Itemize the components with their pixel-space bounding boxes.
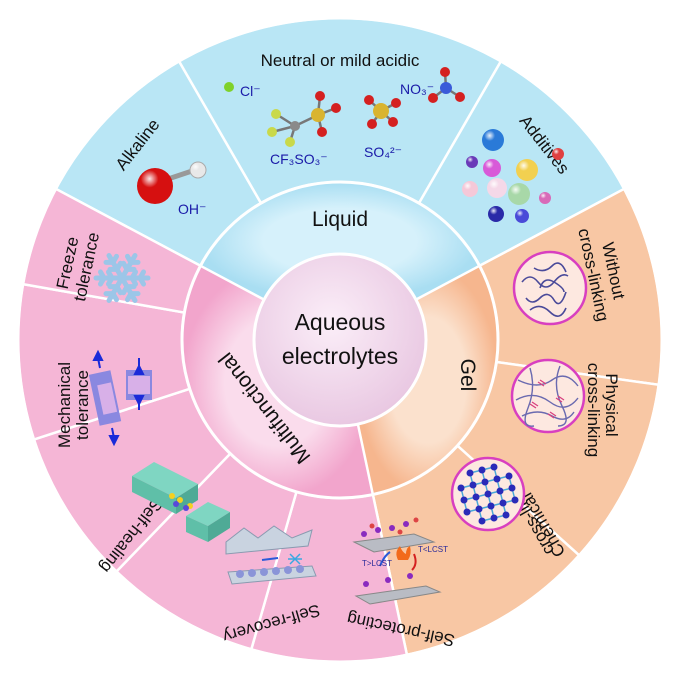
crosslink-node <box>505 472 513 480</box>
additive-sphere-highlight <box>516 159 538 181</box>
triflate-molecule-icon <box>267 91 341 147</box>
additive-sphere-highlight <box>552 148 564 160</box>
snowflake-branch <box>98 269 107 281</box>
physical-crosslinking-line1: Physical <box>602 373 621 436</box>
gel-label: Gel <box>456 359 479 392</box>
crosslink-node <box>466 469 474 477</box>
crosslink-node <box>502 511 510 519</box>
additive-sphere-highlight <box>482 129 504 151</box>
crosslink-node <box>478 466 486 474</box>
hydroxide-molecule-icon <box>137 161 207 204</box>
chemical-crosslink-icon <box>450 456 526 532</box>
crosslink-node <box>511 496 519 504</box>
mechanical-tolerance-line2: tolerance <box>73 370 92 440</box>
self-protecting-icon <box>352 517 442 605</box>
snowflake-branch <box>106 269 115 281</box>
crosslink-node <box>490 514 498 522</box>
snowflake-arm <box>119 252 138 281</box>
crosslink-node <box>493 475 501 483</box>
crosslink-node <box>460 496 468 504</box>
additive-spheres-icon <box>462 129 564 223</box>
additive-sphere-highlight <box>488 206 504 222</box>
chloride-label: Cl⁻ <box>240 83 261 99</box>
snowflake-branch <box>121 284 130 296</box>
snowflake-arm <box>119 275 138 304</box>
sulfate-molecule-icon <box>364 95 401 129</box>
crosslink-node <box>463 508 471 516</box>
crosslink-node <box>457 484 465 492</box>
crosslink-node <box>472 493 480 501</box>
uncrosslinked-polymer-icon <box>512 250 588 326</box>
neutral-acidic-label: Neutral or mild acidic <box>261 51 420 70</box>
ring-divider <box>415 264 481 301</box>
snowflake-arm <box>106 275 125 304</box>
self-recovery-icon <box>225 525 317 585</box>
lcst-low-label: T<LCST <box>418 545 448 554</box>
lcst-high-label: T>LCST <box>362 559 392 568</box>
center-title-line2: electrolytes <box>282 343 398 369</box>
additive-sphere-highlight <box>539 192 551 204</box>
crosslink-node <box>496 487 504 495</box>
crosslink-node <box>484 490 492 498</box>
center-circle <box>252 252 428 428</box>
center-title-line1: Aqueous <box>295 309 386 335</box>
hydroxide-label: OH⁻ <box>178 201 206 217</box>
liquid-label: Liquid <box>312 208 368 231</box>
triflate-label: CF₃SO₃⁻ <box>270 151 328 167</box>
mechanical-tolerance-line1: Mechanical <box>55 362 74 448</box>
snowflake-branch <box>110 253 119 265</box>
liquid-ring-segment <box>200 182 480 300</box>
additive-sphere-highlight <box>466 156 478 168</box>
snowflake-arm <box>106 252 125 281</box>
multifunctional-ring-segment <box>181 265 373 499</box>
additive-sphere-highlight <box>462 181 478 197</box>
ring-divider <box>356 423 375 495</box>
crosslink-node <box>508 484 516 492</box>
snowflake-icon <box>93 252 151 304</box>
additive-sphere-highlight <box>487 178 507 198</box>
crosslink-node <box>469 481 477 489</box>
crosslink-node <box>487 502 495 510</box>
mechanical-stretch-icon <box>88 349 152 447</box>
physical-crosslink-icon <box>510 358 586 434</box>
inner-ring-border <box>180 180 500 500</box>
crosslink-node <box>490 463 498 471</box>
crosslink-node <box>481 478 489 486</box>
physical-crosslinking-line2: cross-linking <box>584 363 603 457</box>
chloride-ion-icon <box>224 82 234 92</box>
snowflake-branch <box>114 260 123 272</box>
crosslink-node <box>478 517 486 525</box>
additive-sphere-highlight <box>508 183 530 205</box>
additive-sphere-highlight <box>483 159 501 177</box>
self-healing-icon <box>132 462 230 542</box>
additive-sphere-highlight <box>515 209 529 223</box>
outer-rim <box>16 16 664 664</box>
crosslink-node <box>499 499 507 507</box>
ring-divider <box>199 264 265 301</box>
sulfate-label: SO₄²⁻ <box>364 144 402 160</box>
nitrate-label: NO₃⁻ <box>400 81 434 97</box>
snowflake-branch <box>129 275 138 287</box>
snowflake-branch <box>125 291 134 303</box>
nitrate-molecule-icon <box>428 67 465 103</box>
snowflake-branch <box>137 275 146 287</box>
crosslink-node <box>475 505 483 513</box>
